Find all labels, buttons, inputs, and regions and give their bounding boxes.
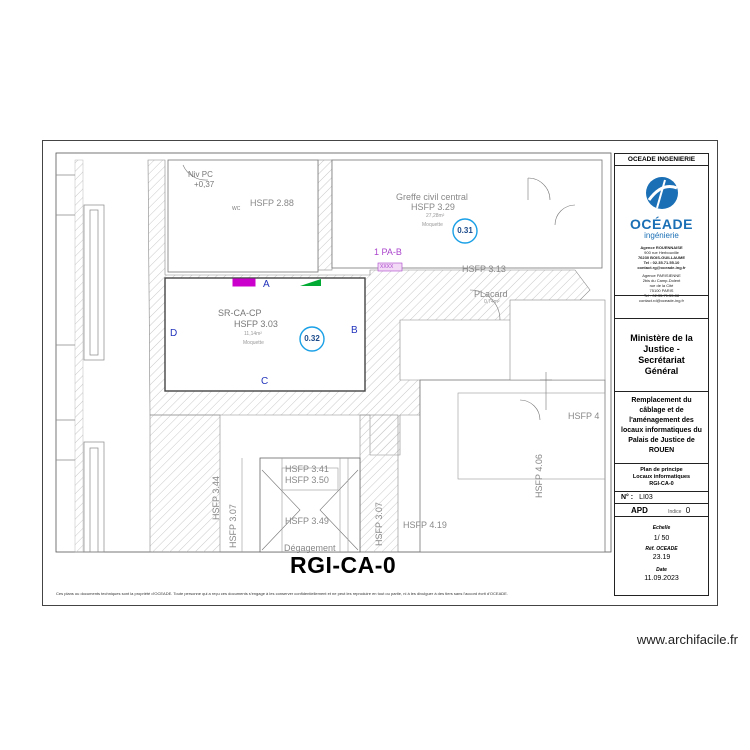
greffe-floor: Moquette [422, 222, 443, 228]
badge-031-circle [452, 218, 478, 244]
agency-rouen: Agence ROUENNAISE 900 rue Herbouville 76… [637, 245, 686, 270]
plan-description: Plan de principe Locaux informatiques RG… [615, 464, 708, 492]
hsfp-419-label: HSFP 4.19 [403, 520, 447, 530]
niv-value: +0,37 [194, 180, 215, 189]
placard-area: 0,74m² [484, 299, 500, 305]
agency-paris: Agence PARISIENNE 2bis du Camp-Dolent ru… [639, 273, 684, 303]
logo-cell: OCÉADE ingénierie Agence ROUENNAISE 900 … [615, 166, 708, 303]
hsfp-349-label: HSFP 3.49 [285, 516, 329, 526]
wall-label-c: C [261, 376, 269, 387]
company-name: OCEADE INGENIERIE [615, 154, 708, 166]
wall-label-b: B [351, 325, 358, 336]
main-room-area: 11,14m² [244, 331, 262, 337]
main-room-floor: Moquette [243, 340, 264, 346]
magenta-outlet-marker [232, 278, 256, 287]
main-room-hsfp: HSFP 3.03 [234, 319, 278, 329]
pa-label: 1 PA-B [374, 247, 402, 257]
disclaimer-text: Ces plans ou documents techniques sont l… [56, 591, 508, 596]
oceade-logo-icon [645, 177, 678, 209]
hsfp-344-label: HSFP 3.44 [211, 476, 221, 520]
logo-main-text: OCÉADE [630, 216, 693, 232]
degagement-label: Dégagement [284, 543, 336, 553]
pa-box-label: XXXX [380, 264, 394, 270]
hsfp-350-label: HSFP 3.50 [285, 475, 329, 485]
greffe-hsfp: HSFP 3.29 [411, 202, 455, 212]
main-room-title: SR-CA-CP [218, 308, 262, 318]
niv-label: Niv PC [188, 170, 213, 179]
hsfp-313-label: HSFP 3.13 [462, 264, 506, 274]
drawing-number: N° : LI03 [615, 492, 708, 504]
pa-box [377, 262, 403, 272]
wall-label-d: D [170, 328, 178, 339]
placard-label: PLacard [474, 289, 508, 299]
badge-032-circle [299, 326, 325, 352]
room-greffe [331, 159, 603, 269]
hsfp-341-label: HSFP 3.41 [285, 464, 329, 474]
room-sr-ca-cp [164, 277, 366, 392]
client-name: Ministère de la Justice - Secrétariat Gé… [615, 318, 708, 392]
wc-label: WC [232, 206, 241, 212]
hsfp-307-right-label: HSFP 3.07 [374, 502, 384, 546]
hsfp-307-left-label: HSFP 3.07 [228, 504, 238, 548]
phase-row: APD Indice 0 [615, 504, 708, 517]
meta-cell: Echelle 1/ 50 Réf. OCEADE 23.19 Date 11.… [644, 525, 679, 582]
drawing-title: RGI-CA-0 [290, 552, 397, 578]
project-description: Remplacement du câblage et de l'aménagem… [615, 392, 708, 464]
greffe-area: 27,28m² [426, 213, 445, 219]
hsfp-4-label: HSFP 4 [568, 411, 600, 421]
room-hsfp349 [259, 457, 361, 553]
greffe-title: Greffe civil central [396, 192, 468, 202]
hsfp-406-label: HSFP 4.06 [534, 454, 544, 498]
sheet-frame [42, 140, 718, 606]
wall-label-a: A [263, 279, 270, 290]
hsfp-288-label: HSFP 2.88 [250, 198, 294, 208]
green-outlet-marker [300, 279, 321, 286]
room-hsfp288 [167, 159, 319, 273]
title-block: OCEADE INGENIERIE OCÉADE ingénierie Agen… [614, 153, 709, 596]
main-badge-value: 0.32 [304, 334, 320, 343]
logo-sub-text: ingénierie [644, 231, 679, 240]
room-hsfp419 [419, 379, 606, 553]
watermark-link[interactable]: www.archifacile.fr [636, 632, 738, 647]
greffe-badge-value: 0.31 [457, 226, 473, 235]
